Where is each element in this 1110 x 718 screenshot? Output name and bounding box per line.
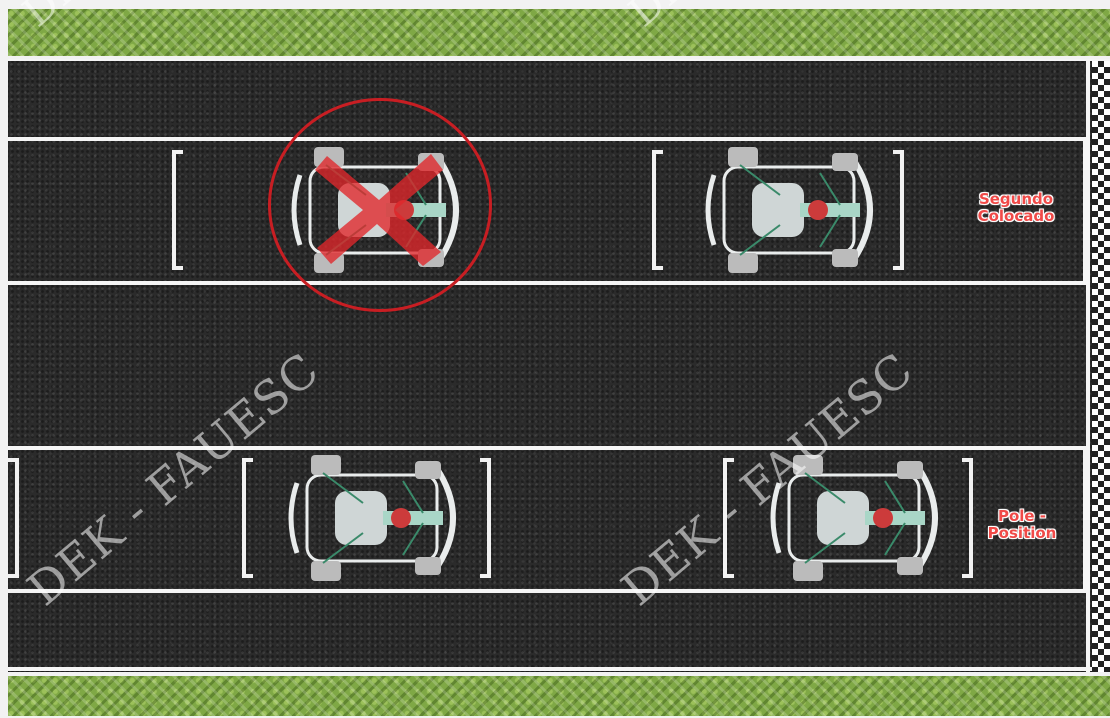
grid-slot-bracket: [652, 150, 663, 270]
lane-line: [8, 589, 1086, 593]
grid-slot-bracket: [893, 150, 904, 270]
checkered-flag-icon: [1092, 61, 1110, 672]
grid-slot-bracket: [962, 458, 973, 578]
grid-slot-bracket: [242, 458, 253, 578]
grid-slot-bracket: [480, 458, 491, 578]
lane-line: [8, 281, 1086, 285]
grass-top: [8, 9, 1110, 56]
track-edge-bottom: [8, 667, 1110, 671]
finish-line: [1086, 61, 1090, 672]
second-place-label: Segundo Colocado: [968, 191, 1064, 225]
kart-icon: [283, 453, 477, 583]
x-mark-icon: [313, 148, 445, 268]
grid-slot-bracket: [172, 150, 183, 270]
lane-line: [8, 137, 1086, 141]
grass-bottom: [8, 676, 1110, 716]
grid-slot-bracket: [8, 458, 19, 578]
pole-position-label: Pole - Position: [982, 508, 1062, 542]
kart-icon: [700, 145, 894, 275]
